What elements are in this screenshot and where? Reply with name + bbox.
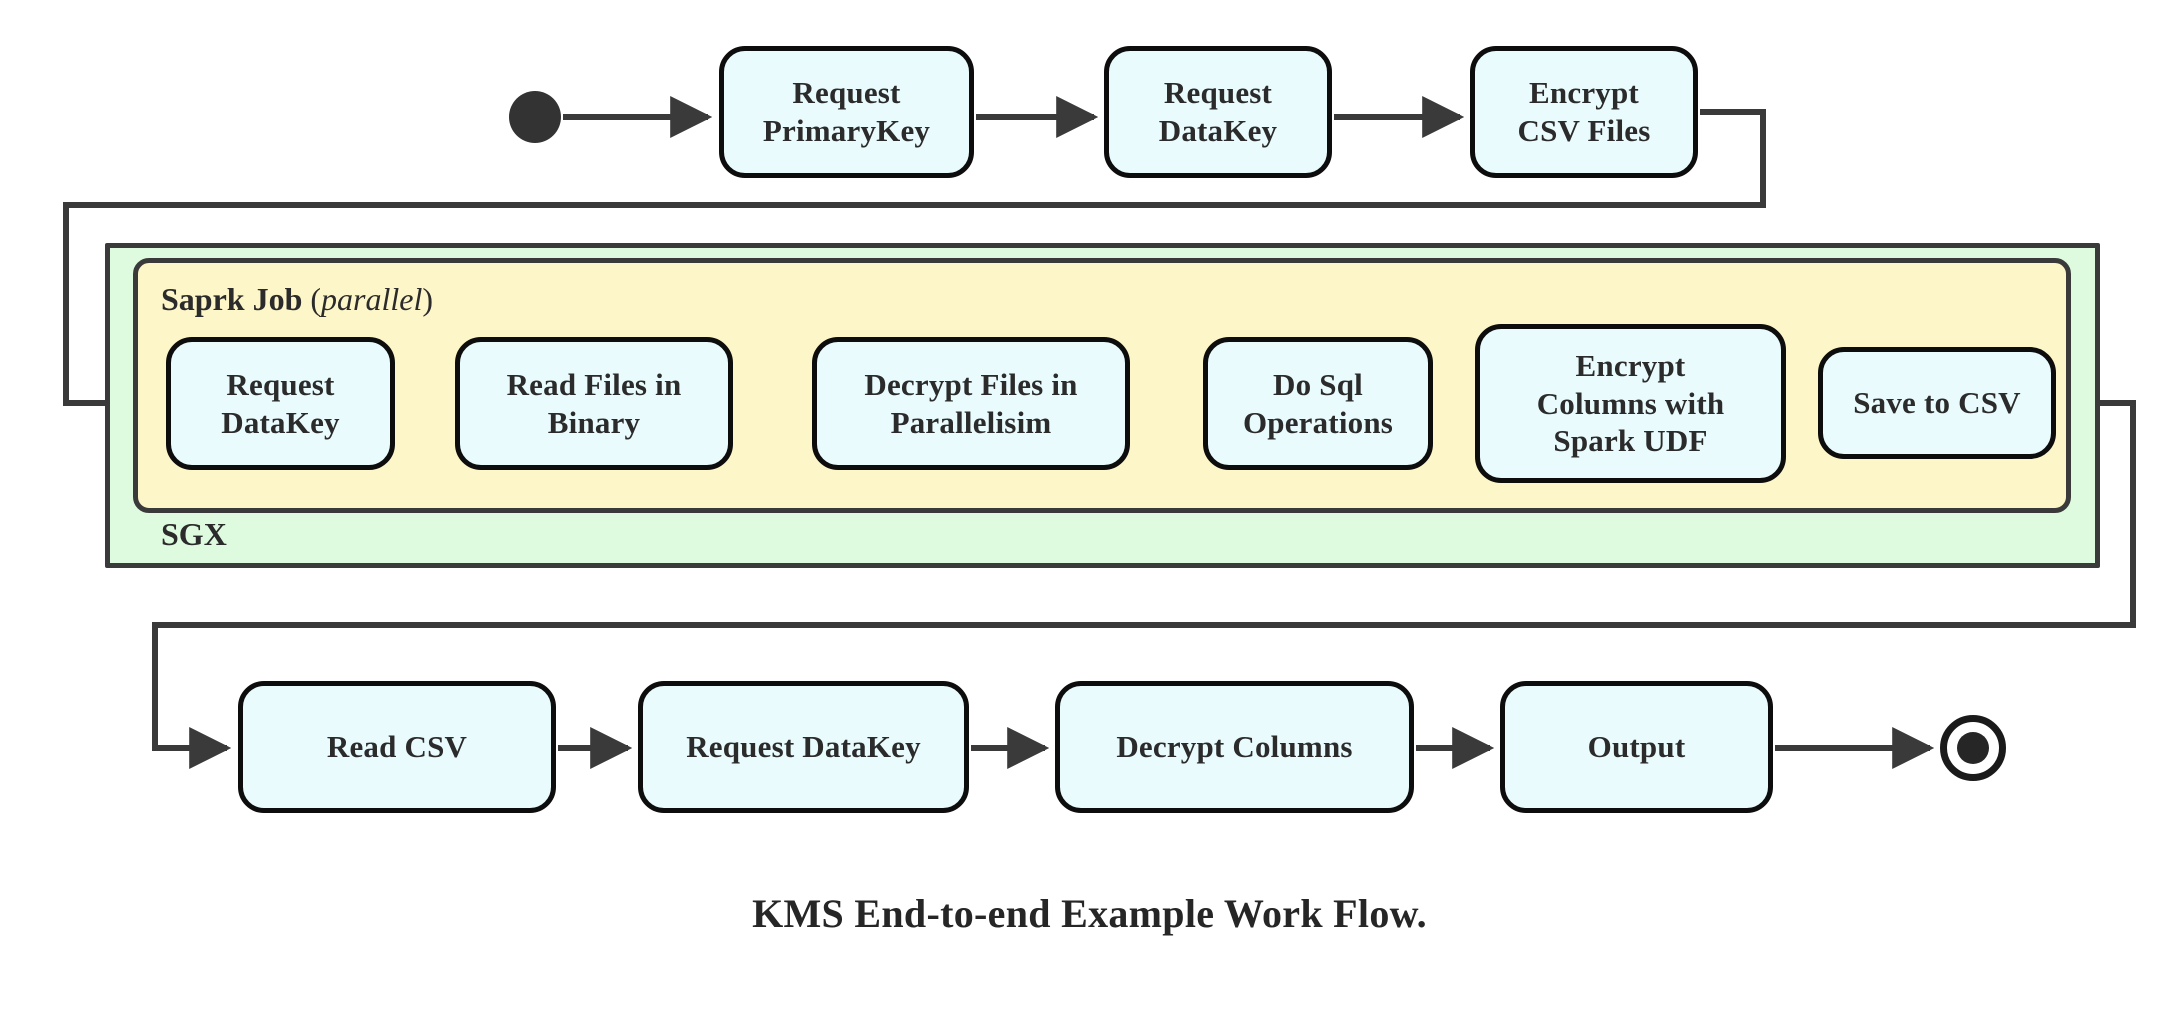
node-line: Do Sql — [1273, 366, 1363, 402]
spark-label-text: Saprk Job — [161, 281, 303, 317]
node-line: DataKey — [221, 404, 340, 440]
node-do-sql-operations[interactable]: Do Sql Operations — [1203, 337, 1433, 470]
node-encrypt-columns-with-spark-udf[interactable]: Encrypt Columns with Spark UDF — [1475, 324, 1786, 483]
node-read-csv[interactable]: Read CSV — [238, 681, 556, 813]
node-line: Read CSV — [326, 729, 468, 765]
sgx-label-text: SGX — [161, 516, 227, 552]
node-decrypt-columns[interactable]: Decrypt Columns — [1055, 681, 1414, 813]
node-request-datakey-bottom[interactable]: Request DataKey — [638, 681, 969, 813]
node-output[interactable]: Output — [1500, 681, 1773, 813]
node-line: Save to CSV — [1853, 385, 2021, 421]
node-line: Request DataKey — [686, 729, 921, 765]
node-line: Request — [226, 366, 335, 402]
node-line: Columns with — [1536, 385, 1725, 421]
node-request-datakey-spark[interactable]: Request DataKey — [166, 337, 395, 470]
node-encrypt-csv-files[interactable]: Encrypt CSV Files — [1470, 46, 1698, 178]
node-line: Encrypt — [1529, 75, 1639, 111]
node-save-to-csv[interactable]: Save to CSV — [1818, 347, 2056, 459]
spark-label-paren-close: ) — [422, 281, 434, 317]
node-line: Output — [1587, 729, 1686, 765]
node-line: Read Files in — [506, 366, 682, 402]
end-node-icon — [1940, 715, 2006, 781]
spark-label-paren-open: ( — [302, 281, 322, 317]
node-line: Parallelisim — [890, 404, 1052, 440]
node-line: Encrypt — [1575, 347, 1686, 383]
node-line: Operations — [1242, 404, 1394, 440]
node-line: Decrypt Columns — [1116, 729, 1353, 765]
node-line: Request — [792, 75, 901, 111]
node-read-files-in-binary[interactable]: Read Files in Binary — [455, 337, 733, 470]
node-request-primarykey[interactable]: Request PrimaryKey — [719, 46, 974, 178]
node-line: Binary — [547, 404, 641, 440]
node-line: DataKey — [1158, 113, 1278, 148]
node-line: Decrypt Files in — [864, 366, 1078, 402]
node-request-datakey-top[interactable]: Request DataKey — [1104, 46, 1332, 178]
spark-label-modifier: parallel — [321, 281, 423, 317]
node-line: PrimaryKey — [762, 113, 931, 148]
node-line: CSV Files — [1517, 113, 1651, 148]
spark-job-container-label: Saprk Job (parallel) — [161, 281, 433, 318]
end-node-inner-dot — [1957, 732, 1989, 764]
node-line: Request — [1163, 75, 1273, 111]
node-line: Spark UDF — [1553, 423, 1708, 459]
node-decrypt-files-in-parallelisim[interactable]: Decrypt Files in Parallelisim — [812, 337, 1130, 470]
sgx-container-label: SGX — [161, 516, 227, 553]
start-node-icon — [509, 91, 561, 143]
diagram-caption: KMS End-to-end Example Work Flow. — [752, 891, 1427, 936]
